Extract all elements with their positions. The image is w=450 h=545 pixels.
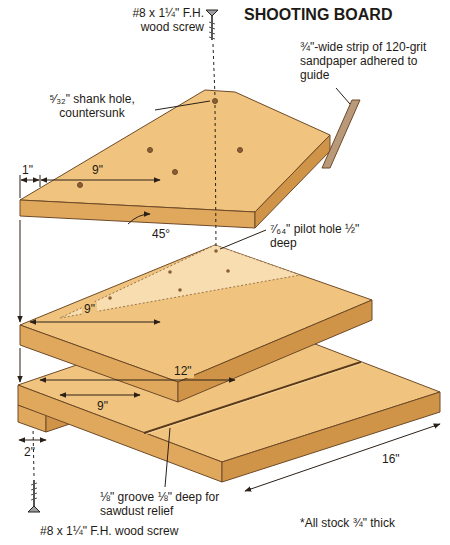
dimension-label: 9" — [82, 302, 97, 316]
screw-path — [215, 105, 216, 247]
dimension-line — [19, 440, 46, 441]
leader-line — [165, 428, 170, 487]
middle-front — [20, 325, 178, 402]
dimension-label: 2" — [24, 445, 35, 459]
pilot-holes — [108, 249, 230, 300]
groove-callout: ⅛" groove ⅛" deep for sawdust relief — [100, 490, 230, 518]
extension-line — [40, 175, 41, 187]
dimension-line — [40, 380, 235, 381]
sandpaper-strip — [322, 100, 360, 168]
guide-front — [20, 200, 255, 228]
top-screw — [206, 10, 218, 40]
screw-callout: #8 x 1¼" F.H. wood screw — [40, 524, 178, 538]
leader-line — [336, 88, 350, 104]
hole-callout: ⁷⁄₆₄" pilot hole ½" deep — [270, 222, 380, 250]
base-side — [222, 392, 440, 482]
note: *All stock ¾" thick — [300, 516, 395, 530]
dimension-label: 9" — [92, 163, 103, 177]
base-front — [18, 385, 222, 482]
guide-side — [255, 135, 330, 228]
dimension-line — [245, 424, 440, 491]
alignment-arrow — [20, 220, 21, 322]
screw-callout: #8 x 1¼" F.H. wood screw — [104, 6, 204, 34]
dimension-line — [21, 180, 39, 181]
guide-footprint — [60, 245, 300, 318]
screw-path — [213, 44, 215, 97]
dimension-label: 1" — [22, 163, 33, 177]
dimension-line — [41, 180, 160, 181]
alignment-arrow — [20, 348, 21, 382]
extension-line — [20, 175, 21, 198]
dimension-line — [30, 322, 160, 323]
material-callout: ¾"-wide strip of 120-grit sandpaper adhe… — [300, 40, 430, 82]
title: SHOOTING BOARD — [244, 6, 392, 24]
angle-label: 45° — [152, 227, 170, 241]
leader-line — [155, 101, 210, 110]
angle-arc — [128, 214, 150, 224]
leader-line — [220, 230, 266, 249]
middle-side — [178, 300, 372, 402]
hole-callout: ⁵⁄₃₂" shank hole, countersunk — [32, 92, 152, 120]
dimension-label: 12" — [172, 364, 194, 378]
bottom-screw — [28, 480, 40, 512]
dimension-line — [60, 395, 140, 396]
dimension-label: 16" — [382, 452, 400, 466]
dimension-label: 9" — [95, 399, 110, 413]
